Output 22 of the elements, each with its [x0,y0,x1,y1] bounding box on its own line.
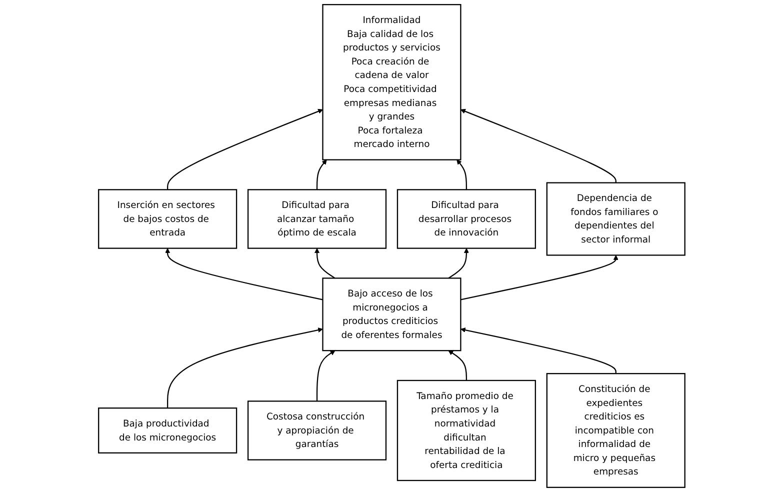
node-box: Tamaño promedio de préstamos y la normatividad dificultan rentabilidad de la oferta crediticia [396,380,536,482]
node-box: Costosa construcción y apropiación de garantías [247,400,386,460]
arrow [460,254,618,300]
arrow [448,350,467,380]
node-box: Inserción en sectores de bajos costos de entrada [98,189,237,249]
arrow [316,160,327,190]
arrow [166,108,323,190]
node-box: Dependencia de fondos familiares o dependientes del sector informal [546,182,686,256]
node-box: Bajo acceso de los micronegocios a productos crediticios de oferentes formales [322,278,462,352]
node-box: Constitución de expedientes crediticios es incompatible con informalidad de micro y pequeñas empresas [546,373,686,488]
arrow [164,248,323,300]
arrow [316,350,335,402]
node-box: Dificultad para alcanzar tamaño óptimo de escala [247,189,386,249]
arrow [460,328,616,374]
arrow [456,160,467,190]
node-box: Baja productividad de los micronegocios [98,408,237,454]
arrow [448,248,469,279]
arrow [166,328,323,408]
node-box: Dificultad para desarrollar procesos de innovación [396,189,536,249]
node-box: Informalidad Baja calidad de los productos y servicios Poca creación de cadena de valor Poca competitividad empresas medianas y grandes Poca fortaleza mercado interno [322,4,462,160]
arrow [314,248,336,279]
arrow [460,108,616,183]
